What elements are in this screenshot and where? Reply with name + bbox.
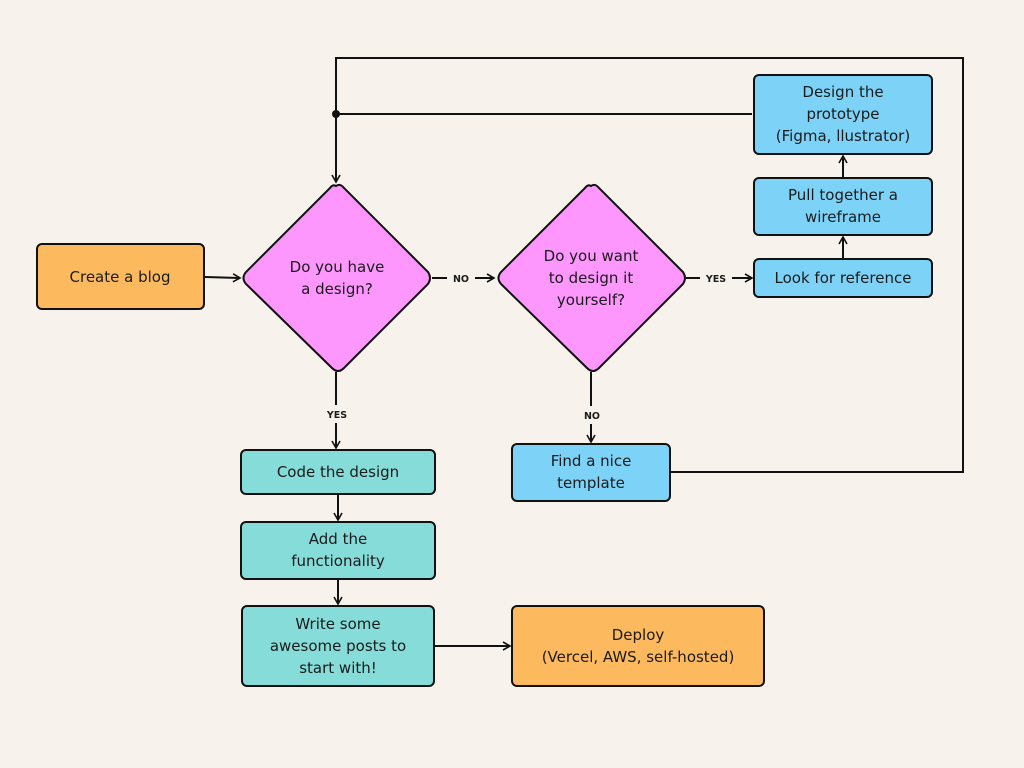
node-look-reference: Look for reference: [753, 258, 933, 298]
label-line: yourself?: [557, 291, 625, 309]
node-wireframe: Pull together a wireframe: [753, 177, 933, 236]
edge-label-yes-2: YES: [705, 274, 726, 285]
label-line: prototype: [806, 105, 879, 123]
label-line: Add the: [309, 530, 367, 548]
nodes: Create a blog Do you have a design? Do yo…: [36, 74, 933, 687]
label-line: Write some: [295, 615, 380, 633]
label-line: to design it: [549, 269, 634, 287]
label-line: Code the design: [277, 463, 399, 481]
label-line: Pull together a: [788, 186, 898, 204]
label-line: start with!: [299, 659, 377, 677]
edge-template-loop-back: [331, 57, 964, 473]
node-write-posts-label: Write some awesome posts to start with!: [270, 615, 406, 677]
node-nice-template: Find a nice template: [511, 443, 671, 502]
label-line: Design the: [802, 83, 883, 101]
decision-design-yourself-label: Do you want to design it yourself?: [544, 247, 639, 309]
label-line: functionality: [291, 552, 385, 570]
label-line: Create a blog: [70, 268, 171, 286]
node-nice-template-label: Find a nice template: [551, 452, 632, 492]
edge-label-no-1: NO: [453, 274, 469, 285]
label-line: Look for reference: [775, 269, 912, 287]
node-add-functionality: Add the functionality: [240, 521, 436, 580]
label-line: template: [557, 474, 625, 492]
node-deploy-label: Deploy (Vercel, AWS, self-hosted): [542, 626, 735, 666]
edge-label-no-2: NO: [584, 411, 600, 422]
node-prototype-label: Design the prototype (Figma, llustrator): [776, 83, 910, 145]
node-look-reference-label: Look for reference: [775, 269, 912, 287]
node-write-posts: Write some awesome posts to start with!: [241, 605, 435, 687]
label-line: Do you want: [544, 247, 639, 265]
node-create-blog-label: Create a blog: [70, 268, 171, 286]
label-line: Do you have: [290, 258, 385, 276]
decision-have-design: Do you have a design?: [242, 183, 431, 372]
label-line: Find a nice: [551, 452, 632, 470]
node-deploy: Deploy (Vercel, AWS, self-hosted): [511, 605, 765, 687]
decision-have-design-label: Do you have a design?: [290, 258, 385, 298]
edge-label-yes-1: YES: [326, 410, 347, 421]
label-line: a design?: [301, 280, 373, 298]
label-line: (Figma, llustrator): [776, 127, 910, 145]
node-create-blog: Create a blog: [36, 243, 205, 310]
label-line: awesome posts to: [270, 637, 406, 655]
node-code-design: Code the design: [240, 449, 436, 495]
label-line: wireframe: [805, 208, 881, 226]
decision-design-yourself: Do you want to design it yourself?: [497, 183, 686, 372]
edge-labels: NO YES YES NO: [320, 270, 732, 424]
edge-create-to-have-design: [204, 273, 242, 283]
label-line: Deploy: [612, 626, 665, 644]
node-code-design-label: Code the design: [277, 463, 399, 481]
label-line: (Vercel, AWS, self-hosted): [542, 648, 735, 666]
node-prototype: Design the prototype (Figma, llustrator): [753, 74, 933, 155]
node-wireframe-label: Pull together a wireframe: [788, 186, 898, 226]
node-add-functionality-label: Add the functionality: [291, 530, 385, 570]
